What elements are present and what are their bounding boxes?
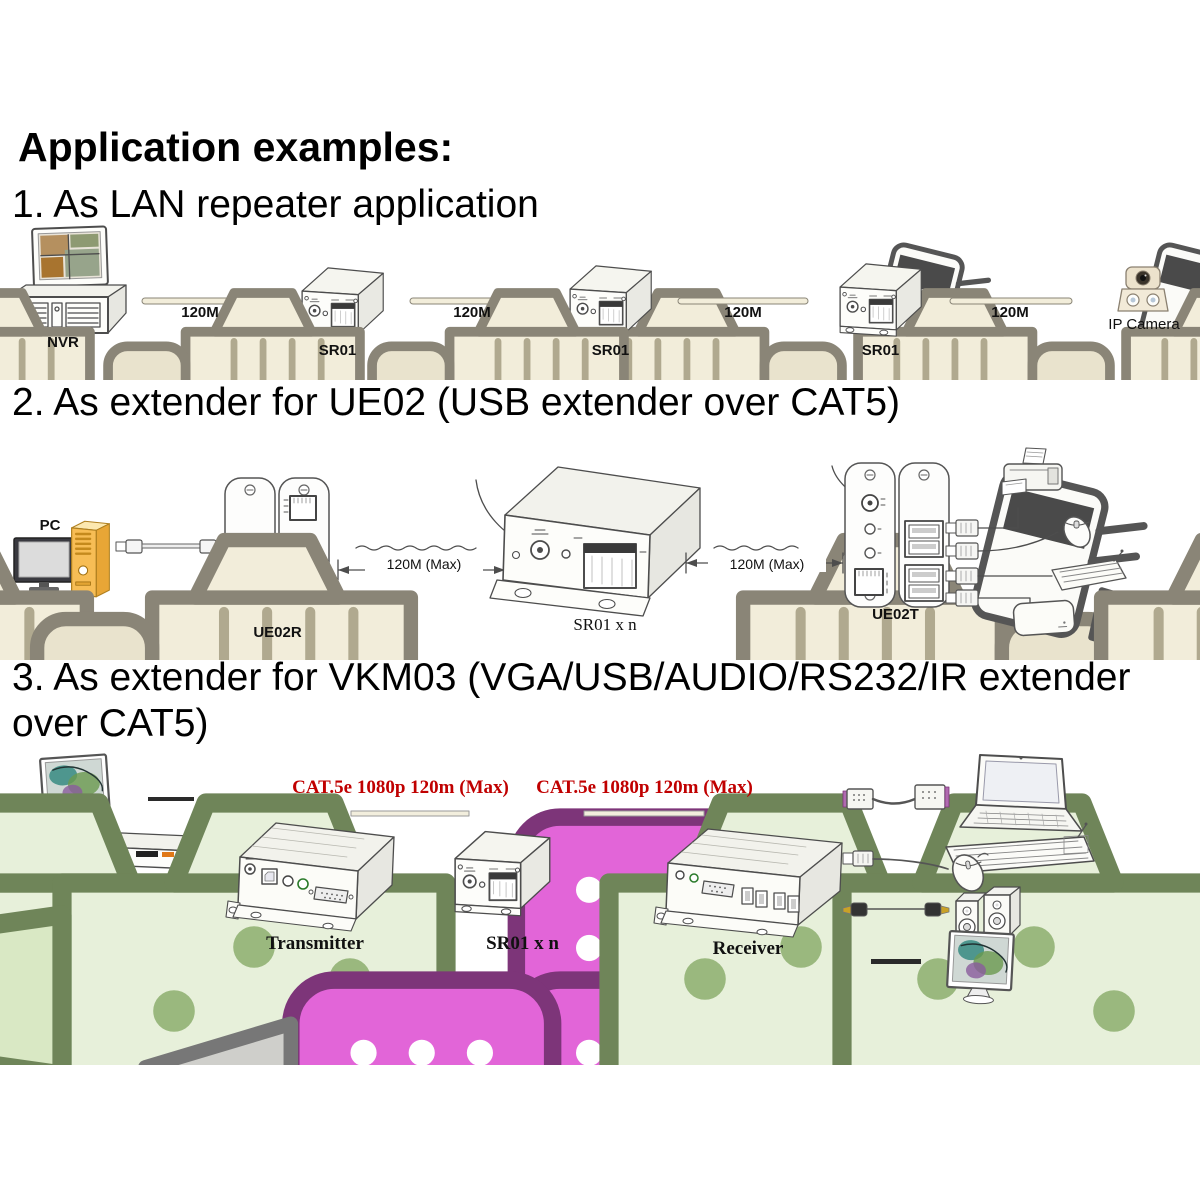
sr01xn-device [489,466,701,617]
ue02t-device [844,462,950,608]
distance-label-1: 120M [181,304,219,321]
lan-cable-3 [107,292,1200,380]
sr01xn-label-2: SR01 x n [486,933,559,954]
sr01-label-1: SR01 [318,342,357,359]
lan-cable-4 [371,292,1073,380]
usb-plug-2 [945,531,1059,560]
section3-heading: 3. As extender for VKM03 (VGA/USB/AUDIO/… [12,656,1131,745]
section1-diagram [0,225,1200,380]
vga-cable-1 [148,797,925,1065]
cat5-label-1: CAT.5e 1080p 120m (Max) [292,777,509,798]
sr01-label-2: SR01 [591,342,630,359]
usb-plug-3 [945,567,1053,585]
printer-illustration [1001,447,1063,496]
section2-heading: 2. As extender for UE02 (USB extender ov… [12,381,901,424]
distance-max-label-2: 120M (Max) [708,556,826,572]
usb-plug-1 [945,507,1019,537]
distance-max-label-1: 120M (Max) [365,556,483,572]
distance-label-3: 120M [724,304,762,321]
section3-diagram [0,753,1200,1065]
sr01-label-3: SR01 [861,342,900,359]
pc-label: PC [39,517,61,534]
pc-monitor [13,537,75,592]
page-title: Application examples: [18,124,454,170]
mouse-2-illustration [951,852,989,892]
vga-cable-3 [144,959,921,1065]
monitor-right [946,930,1015,1005]
ip-camera-illustration [1117,266,1169,312]
section2-diagram [0,447,1200,660]
pc-tower [71,520,110,598]
ip-camera-label: IP Camera [1108,316,1180,333]
patch-cable-2 [0,802,1200,1065]
laptop-illustration [959,754,1083,832]
keyboard-illustration [1051,549,1127,591]
tablet-illustration [1012,599,1076,637]
receiver-device [653,828,843,938]
audio-cable-2 [842,902,950,917]
transmitter-label: Transmitter [266,933,364,954]
distance-label-2: 120M [453,304,491,321]
distance-label-4: 120M [991,304,1029,321]
patch-cable-1 [0,802,1200,1065]
receiver-label: Receiver [712,938,784,959]
catx-cable-1 [0,539,1118,660]
mouse-illustration [1063,516,1091,548]
catx-cable-2 [36,539,1200,660]
section1-heading: 1. As LAN repeater application [12,183,539,226]
dvi-cable-2 [842,784,950,810]
ue02t-label: UE02T [872,606,919,623]
usb-mouse-cable [842,850,949,870]
cat5-label-2: CAT.5e 1080p 120m (Max) [536,777,753,798]
nvr-label: NVR [47,334,79,351]
ue02r-label: UE02R [253,624,302,641]
usb-cable-pc [115,539,227,554]
sr01xn-label: SR01 x n [573,615,637,634]
transmitter-device [225,822,395,932]
